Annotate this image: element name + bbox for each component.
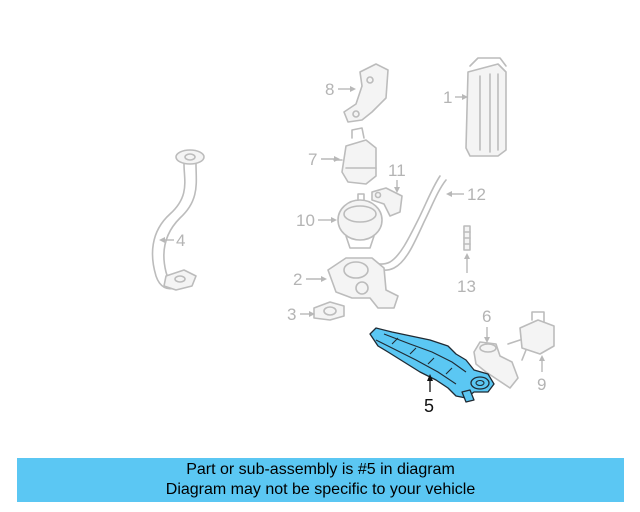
callout-3: 3 xyxy=(287,305,315,324)
part-5-egr-cooler xyxy=(369,327,495,403)
part-2-egr-valve xyxy=(327,257,399,309)
callout-5: 5 xyxy=(424,374,434,416)
parts-diagram: 1 8 7 11 12 xyxy=(151,57,555,416)
callout-2: 2 xyxy=(293,270,327,289)
part-13-stud xyxy=(463,225,471,251)
banner-line-2: Diagram may not be specific to your vehi… xyxy=(165,481,476,498)
svg-text:9: 9 xyxy=(537,375,546,394)
info-banner: Part or sub-assembly is #5 in diagram Di… xyxy=(17,458,624,502)
svg-text:13: 13 xyxy=(457,277,476,296)
svg-text:3: 3 xyxy=(287,305,296,324)
svg-text:4: 4 xyxy=(176,231,185,250)
callout-7: 7 xyxy=(308,150,340,169)
callout-1: 1 xyxy=(443,88,468,107)
svg-text:12: 12 xyxy=(467,185,486,204)
banner-line-1: Part or sub-assembly is #5 in diagram xyxy=(186,461,455,478)
svg-text:11: 11 xyxy=(388,161,406,180)
part-3-gasket xyxy=(313,301,345,321)
part-10-diaphragm xyxy=(337,193,383,249)
callout-4: 4 xyxy=(159,231,185,250)
part-4-pipe xyxy=(151,149,205,291)
svg-text:8: 8 xyxy=(325,80,334,99)
callout-11: 11 xyxy=(388,161,406,193)
callout-10: 10 xyxy=(296,211,337,230)
part-1-canister xyxy=(465,57,507,157)
svg-text:2: 2 xyxy=(293,270,302,289)
callout-12: 12 xyxy=(446,185,486,204)
svg-text:6: 6 xyxy=(482,307,491,326)
part-11-bracket xyxy=(371,187,403,217)
svg-text:1: 1 xyxy=(443,88,452,107)
callout-9: 9 xyxy=(537,355,546,394)
part-9-solenoid xyxy=(507,311,555,361)
callout-6: 6 xyxy=(482,307,491,343)
svg-text:5: 5 xyxy=(424,396,434,416)
part-7-valve xyxy=(333,127,377,185)
svg-text:10: 10 xyxy=(296,211,315,230)
callout-8: 8 xyxy=(325,80,356,99)
part-8-bracket xyxy=(343,63,389,123)
part-6-elbow xyxy=(473,341,519,389)
callout-13: 13 xyxy=(457,253,476,296)
svg-text:7: 7 xyxy=(308,150,317,169)
